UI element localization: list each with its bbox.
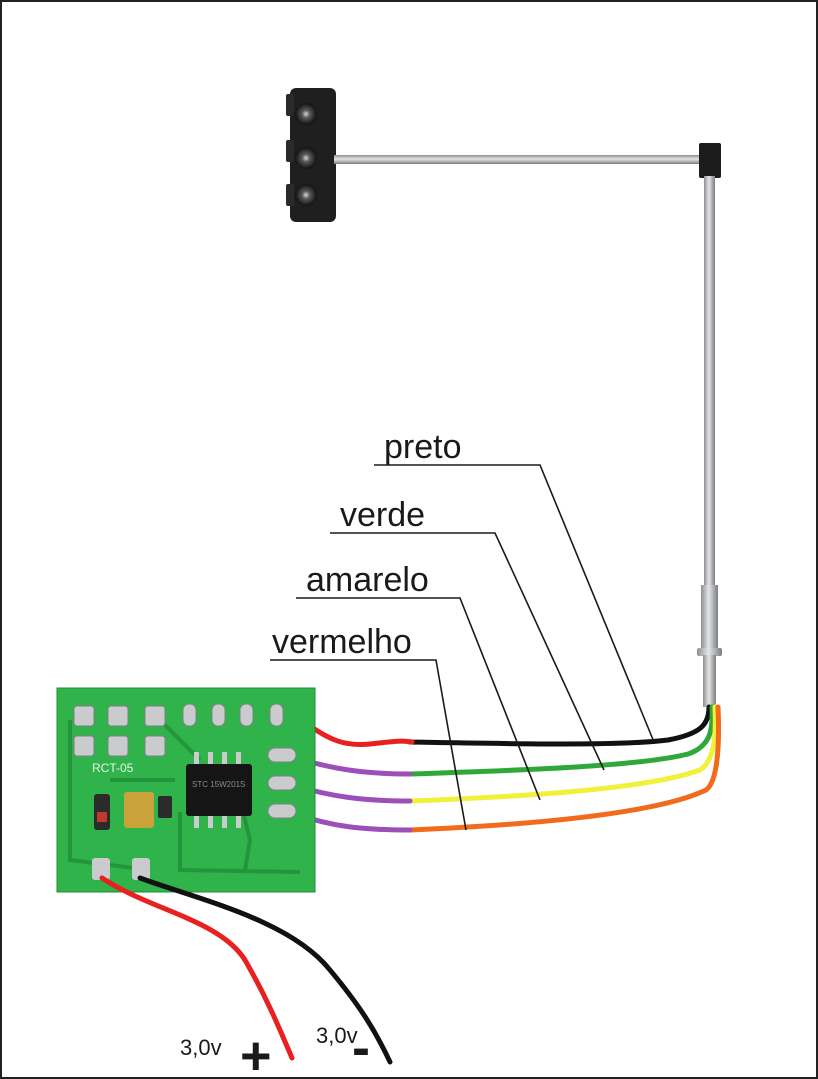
label-vermelho: vermelho [272,623,412,661]
label-amarelo: amarelo [306,561,429,599]
controller-board: RCT-05 STC 15W201S [56,687,316,893]
label-verde: verde [340,496,425,534]
signal-lens-bottom [295,184,317,206]
leader-preto [374,464,655,743]
microcontroller-chip [186,764,252,816]
yellow-wire [407,704,718,804]
positive-sign: + [240,1026,272,1079]
traffic-signal-head [286,88,336,222]
leader-verde [330,532,605,771]
signal-lens-top [295,103,317,125]
label-preto: preto [384,428,462,466]
pole-cap [699,143,721,178]
pole-base-ring [697,648,722,656]
signal-pole [704,176,715,588]
leader-amarelo [296,597,541,801]
pole-base-sleeve [701,585,718,651]
power-red-wire [99,875,295,1061]
board-silkscreen: RCT-05 [92,761,134,775]
negative-voltage-label: 3,0v [316,1023,358,1048]
negative-sign: - [352,1018,370,1078]
positive-voltage-label: 3,0v [180,1035,222,1060]
pole-base-foot [703,655,716,707]
pole-wires [407,704,721,833]
leader-vermelho [270,659,467,831]
green-wire [407,704,715,777]
orange-wire [407,704,721,833]
tantalum-capacitor [124,792,154,828]
label-leaders [270,464,655,831]
black-wire [407,704,712,747]
signal-arm [334,155,706,164]
signal-lens-middle [295,147,317,169]
power-black-wire [137,875,393,1065]
power-wires [99,875,393,1065]
chip-marking: STC 15W201S [192,780,245,789]
